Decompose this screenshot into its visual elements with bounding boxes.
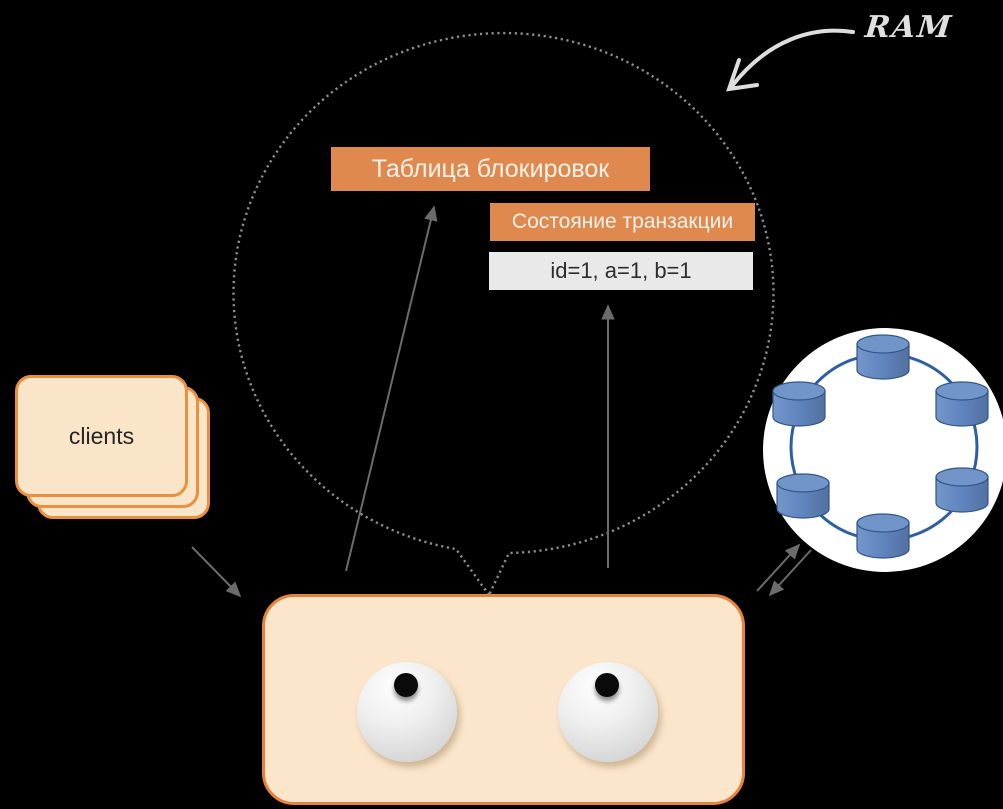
arrow-clients-to-server xyxy=(191,546,242,598)
arrow-cluster-to-server xyxy=(768,549,812,597)
database-cylinder-icon xyxy=(856,334,910,380)
database-cylinder-icon xyxy=(935,381,989,427)
database-cylinder-icon xyxy=(776,473,830,519)
db-cluster-ring xyxy=(763,328,1003,572)
pupil-icon xyxy=(595,673,619,697)
ram-thought-bubble xyxy=(232,31,775,598)
clients-label: clients xyxy=(68,422,135,449)
client-card xyxy=(15,375,188,497)
ram-annotation-arrow xyxy=(726,28,855,92)
transaction-values-box: id=1, a=1, b=1 xyxy=(489,252,753,290)
googly-eye-left xyxy=(357,662,457,762)
database-cylinder-icon xyxy=(772,381,826,427)
server-box xyxy=(262,594,745,805)
lock-table-label: Таблица блокировок xyxy=(331,147,650,191)
connector-arrows xyxy=(191,205,812,598)
pupil-icon xyxy=(394,673,418,697)
arrow-server-to-lock-table xyxy=(345,205,438,572)
arrow-server-to-cluster xyxy=(756,543,801,592)
ram-annotation-label: RAM xyxy=(863,9,955,45)
transaction-state-label: Состояние транзакции xyxy=(490,203,755,241)
database-cylinder-icon xyxy=(935,467,989,513)
database-cylinder-icon xyxy=(856,513,910,559)
googly-eye-right xyxy=(558,662,658,762)
